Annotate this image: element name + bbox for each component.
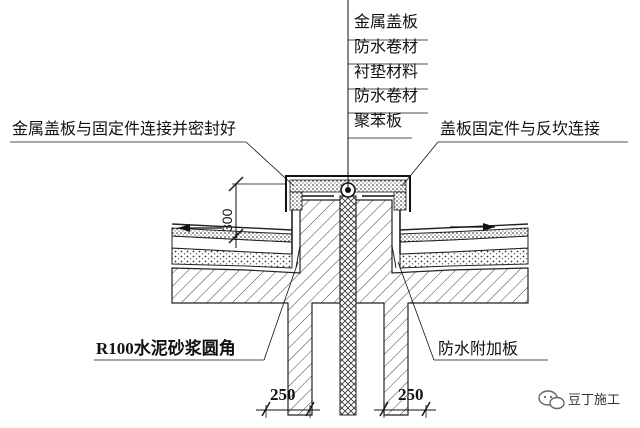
watermark: 豆丁施工 bbox=[538, 390, 620, 410]
annotation-additional-waterproof: 防水附加板 bbox=[397, 261, 548, 361]
annotation-cover-fixing-curb: 盖板固定件与反坎连接 bbox=[401, 119, 628, 187]
wechat-icon bbox=[538, 390, 565, 410]
label-additional-waterproof: 防水附加板 bbox=[438, 339, 518, 358]
annotation-mortar-fillet: R100水泥砂浆圆角 bbox=[94, 261, 299, 361]
label-liner-material: 衬垫材料 bbox=[354, 62, 418, 81]
structure-left bbox=[171, 199, 341, 416]
label-cover-fixing-curb: 盖板固定件与反坎连接 bbox=[440, 119, 600, 138]
slope-arrow-right bbox=[450, 223, 495, 231]
label-cover-fixing-seal: 金属盖板与固定件连接并密封好 bbox=[12, 119, 236, 138]
watermark-text: 豆丁施工 bbox=[568, 393, 620, 408]
dimension-curb-height: 300 bbox=[219, 176, 286, 248]
dimension-curb-width-left: 250 bbox=[256, 385, 320, 418]
label-polystyrene-board: 聚苯板 bbox=[354, 111, 402, 130]
annotation-cover-fixing-seal: 金属盖板与固定件连接并密封好 bbox=[10, 119, 295, 187]
slope-arrow-left bbox=[178, 224, 222, 232]
structure-right bbox=[355, 199, 529, 416]
label-mortar-fillet: R100水泥砂浆圆角 bbox=[96, 338, 236, 358]
label-waterproof-roll-2: 防水卷材 bbox=[354, 86, 418, 105]
curb-width-left-value: 250 bbox=[270, 385, 296, 404]
curb-width-right-value: 250 bbox=[398, 385, 424, 404]
label-metal-cover: 金属盖板 bbox=[354, 12, 418, 31]
layer-callout: 金属盖板 防水卷材 衬垫材料 防水卷材 聚苯板 bbox=[347, 0, 428, 190]
roof-layers-left bbox=[171, 223, 293, 269]
polystyrene-filler bbox=[339, 195, 357, 416]
roof-layers-right bbox=[399, 223, 529, 269]
label-waterproof-roll-1: 防水卷材 bbox=[354, 37, 418, 56]
curb-height-value: 300 bbox=[219, 208, 235, 232]
dimension-curb-width-right: 250 bbox=[374, 385, 436, 418]
